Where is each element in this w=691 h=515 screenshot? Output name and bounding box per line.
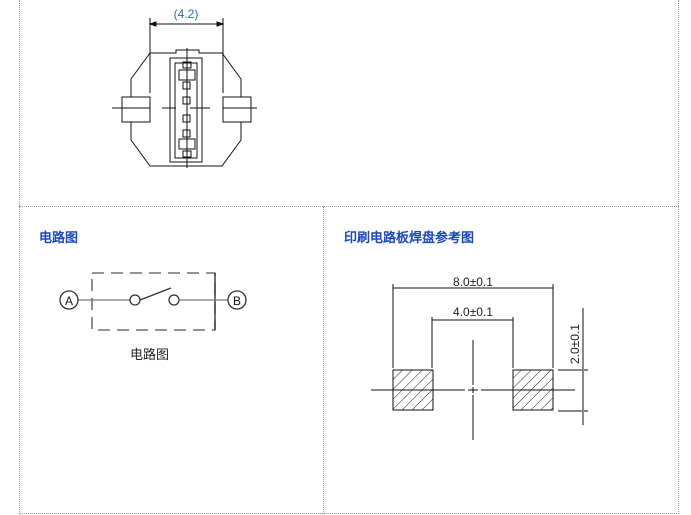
section-divider bbox=[19, 206, 679, 207]
height-dimension-label: 2.0±0.1 bbox=[568, 324, 582, 364]
left-border bbox=[19, 0, 20, 514]
outer-dimension-label: 8.0±0.1 bbox=[453, 275, 493, 289]
circuit-diagram bbox=[59, 272, 247, 331]
circuit-title: 电路图 bbox=[39, 231, 79, 246]
bottom-border bbox=[19, 513, 679, 514]
terminal-a-circle bbox=[59, 290, 79, 310]
terminal-b-label: B bbox=[233, 294, 241, 308]
circuit-caption: 电路图 bbox=[130, 348, 170, 363]
pcb-title: 印刷电路板焊盘参考图 bbox=[344, 231, 475, 246]
terminal-a-label: A bbox=[65, 294, 73, 308]
inner-dimension-label: 4.0±0.1 bbox=[453, 305, 493, 319]
terminal-b-circle bbox=[227, 290, 247, 310]
right-border bbox=[678, 0, 679, 514]
pcb-pad-drawing bbox=[371, 284, 588, 440]
switch-contact-right bbox=[168, 294, 180, 306]
column-divider bbox=[323, 206, 324, 514]
width-dimension-label: (4.2) bbox=[174, 7, 199, 21]
switch-contact-left bbox=[129, 294, 141, 306]
connector-drawing bbox=[112, 18, 257, 168]
